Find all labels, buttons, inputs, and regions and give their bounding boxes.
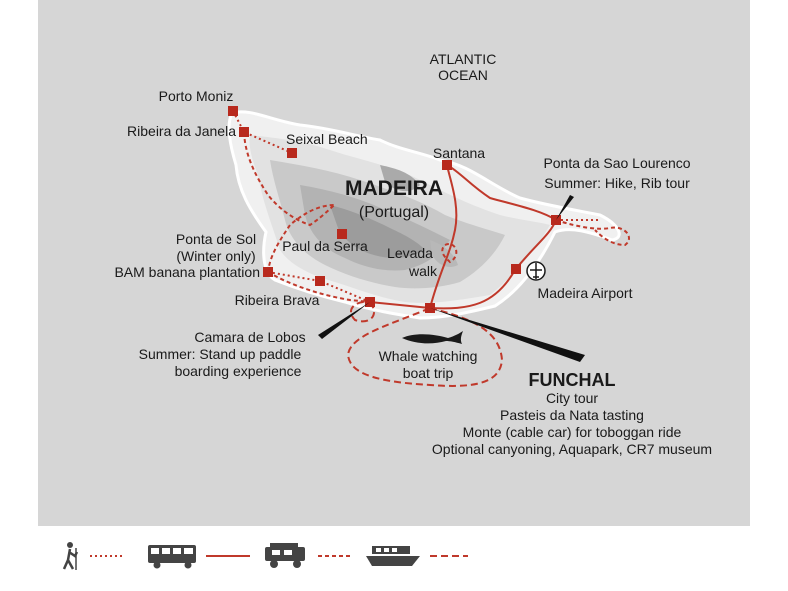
label-porto-moniz: Porto Moniz (159, 88, 234, 104)
label-camara-de-lobos: Camara de Lobos (194, 329, 305, 345)
bus-icon (148, 545, 196, 569)
leader-lines (318, 195, 585, 362)
leader-funchal (430, 308, 585, 362)
label-ponta-sao-lourenco: Ponta da Sao Lourenco (543, 155, 690, 171)
label-ribeira-da-janela: Ribeira da Janela (127, 123, 236, 139)
leader-camara (318, 302, 370, 339)
whale-icon (402, 331, 463, 344)
marker-airport (511, 264, 521, 274)
marker-ribeira-da-janela (239, 127, 249, 137)
jeep-route-east (555, 219, 630, 247)
jeep-route-west (243, 131, 336, 273)
marker-banana-plantation (263, 267, 273, 277)
label-seixal-beach: Seixal Beach (286, 131, 368, 147)
label-ribeira-brava: Ribeira Brava (235, 292, 320, 308)
label-whale-1: Whale watching (379, 348, 478, 364)
ocean-label-2: OCEAN (438, 67, 488, 83)
marker-paul-da-serra (337, 229, 347, 239)
label-funchal-note-3: Monte (cable car) for toboggan ride (463, 424, 682, 440)
bus-route-south (369, 301, 431, 309)
boat-icon (366, 546, 420, 566)
boat-route-camara (350, 300, 375, 323)
levada-loop (441, 243, 458, 264)
label-whale-2: boat trip (403, 365, 454, 381)
label-levada-2: walk (408, 263, 438, 279)
hiker-icon (62, 542, 79, 570)
island-country: (Portugal) (359, 204, 429, 221)
label-santana: Santana (433, 145, 485, 161)
island-name: MADEIRA (345, 177, 443, 200)
label-ponta-de-sol-note: (Winter only) (176, 248, 255, 264)
label-ponta-de-sol: Ponta de Sol (176, 231, 256, 247)
label-funchal-note-4: Optional canyoning, Aquapark, CR7 museum (432, 441, 712, 457)
label-funchal-note-1: City tour (546, 390, 598, 406)
label-camara-note-2: boarding experience (175, 363, 302, 379)
airplane-icon (526, 261, 546, 281)
marker-seixal-beach (287, 148, 297, 158)
map-labels: ATLANTIC OCEAN MADEIRA (Portugal) Porto … (114, 51, 712, 457)
leader-sao-lourenco (556, 195, 574, 220)
label-levada-1: Levada (387, 245, 433, 261)
boat-route-whale (346, 307, 504, 387)
label-madeira-airport: Madeira Airport (538, 285, 633, 301)
marker-santana (442, 160, 452, 170)
label-paul-da-serra: Paul da Serra (282, 238, 368, 254)
bus-route-santana (429, 164, 458, 309)
routes (232, 110, 630, 387)
label-camara-note-1: Summer: Stand up paddle (139, 346, 302, 362)
label-funchal-note-2: Pasteis da Nata tasting (500, 407, 644, 423)
label-sao-lourenco-note: Summer: Hike, Rib tour (544, 175, 690, 191)
jeep-icon (265, 543, 305, 568)
label-funchal: FUNCHAL (529, 370, 616, 390)
marker-porto-moniz (228, 106, 238, 116)
legend (62, 542, 468, 570)
marker-ribeira-brava (315, 276, 325, 286)
jeep-route-south (267, 271, 371, 303)
label-banana-plantation: BAM banana plantation (114, 264, 260, 280)
island-shape (227, 110, 621, 320)
ocean-label-1: ATLANTIC (430, 51, 497, 67)
